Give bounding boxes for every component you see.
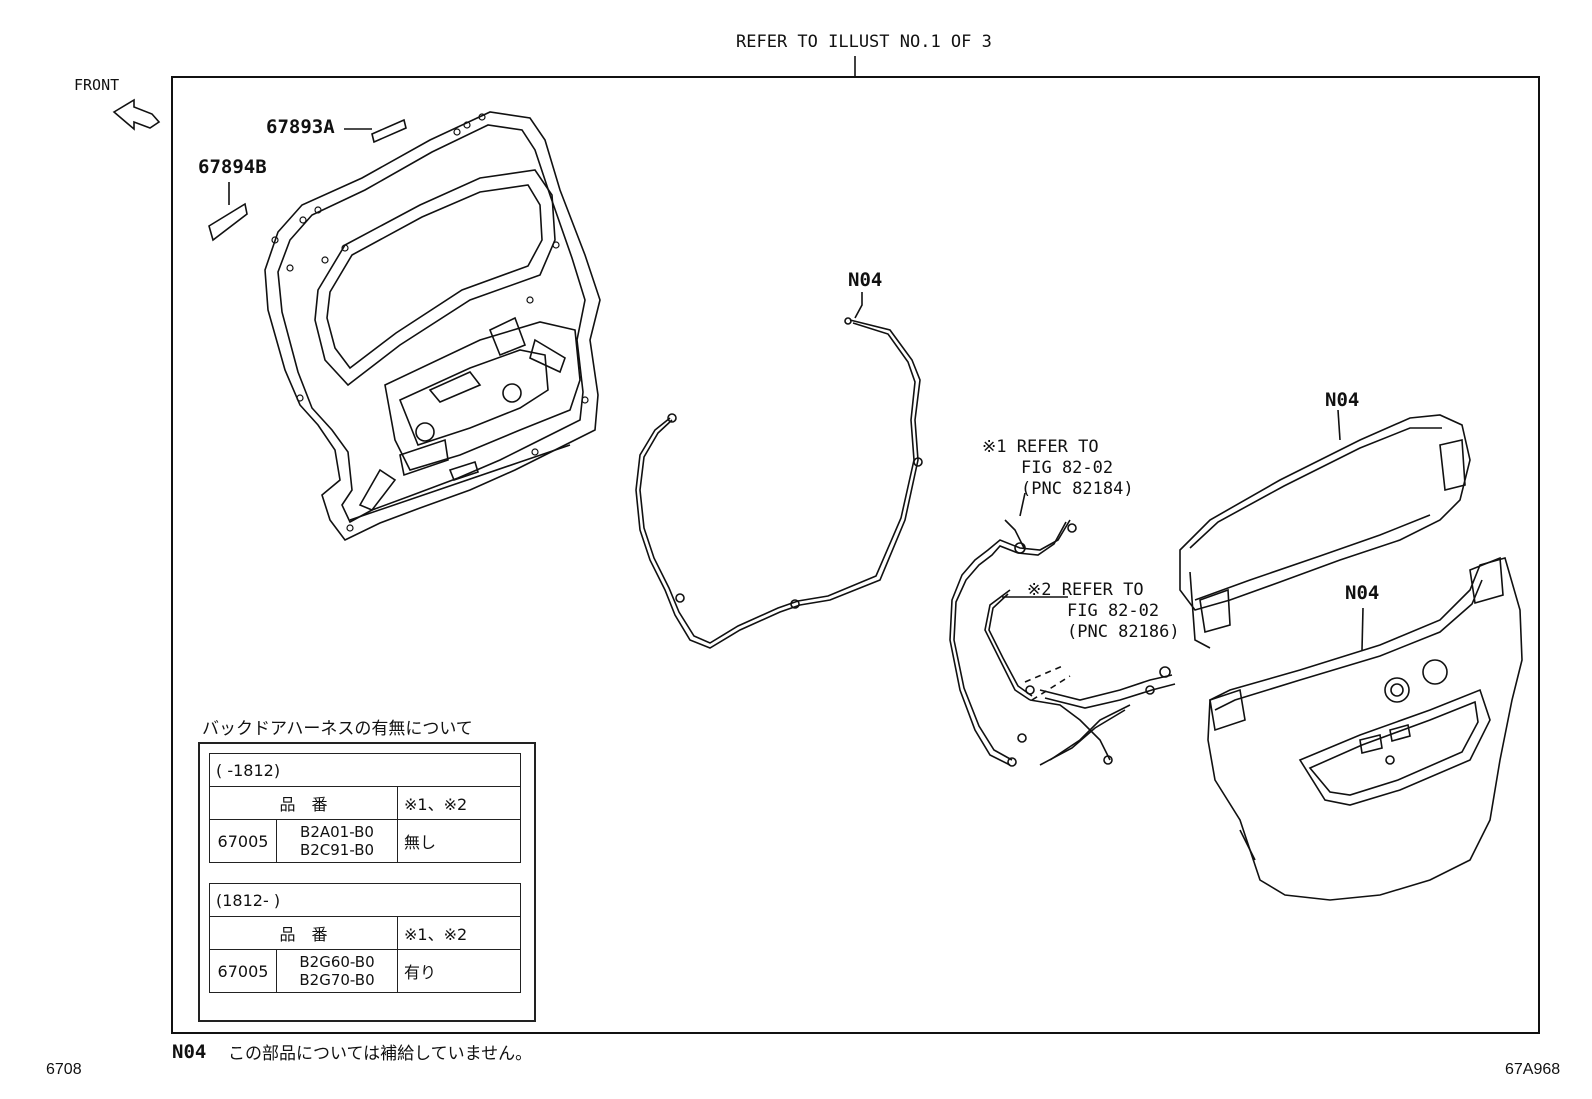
group1-status: 無し xyxy=(397,819,521,863)
group2-status: 有り xyxy=(397,949,521,993)
harness-table-box xyxy=(198,742,536,1022)
group1-part-prefix: 67005 xyxy=(209,819,277,863)
harness-table-group1: ( -1812) 品 番 ※1、※2 67005 B2A01-B0 B2C91-… xyxy=(209,753,521,863)
group1-col-part: 品 番 xyxy=(209,786,398,820)
part-67894b-shape xyxy=(208,202,248,242)
table-title: バックドアハーネスの有無について xyxy=(202,719,473,739)
group2-col-ref: ※1、※2 xyxy=(397,916,521,950)
group2-part-a: B2G60-B0 xyxy=(299,953,375,971)
part-n04-cable-label: N04 xyxy=(848,269,883,291)
group1-period: ( -1812) xyxy=(209,753,521,787)
ref1-line3: (PNC 82184) xyxy=(1021,479,1134,499)
group2-col-part: 品 番 xyxy=(209,916,398,950)
part-67893a-shape xyxy=(371,118,407,144)
ref2-line3: (PNC 82186) xyxy=(1067,622,1180,642)
group2-part-prefix: 67005 xyxy=(209,949,277,993)
wire-cable-n04 xyxy=(635,292,923,649)
refer-illust-label: REFER TO ILLUST NO.1 OF 3 xyxy=(736,32,992,52)
group1-part-a: B2A01-B0 xyxy=(300,823,374,841)
back-door-inner-panel xyxy=(264,111,601,542)
footer-left-code: 6708 xyxy=(46,1061,82,1078)
ref1-line1: ※1 REFER TO xyxy=(982,437,1099,457)
group2-period: (1812- ) xyxy=(209,883,521,917)
part-n04-door-label: N04 xyxy=(1345,582,1380,604)
ref1-line2: FIG 82-02 xyxy=(1021,458,1114,478)
group1-part-numbers: B2A01-B0 B2C91-B0 xyxy=(276,819,398,863)
ref2-line1: ※2 REFER TO xyxy=(1027,580,1144,600)
back-door-harness xyxy=(949,492,1176,767)
footer-note-text: この部品については補給していません。 xyxy=(228,1044,533,1064)
back-window-glass-n04 xyxy=(1179,409,1471,649)
part-67894b-label: 67894B xyxy=(198,156,267,178)
ref2-line2: FIG 82-02 xyxy=(1067,601,1160,621)
harness-table-group2: (1812- ) 品 番 ※1、※2 67005 B2G60-B0 B2G70-… xyxy=(209,883,521,993)
front-label: FRONT xyxy=(74,76,120,94)
part-n04-glass-label: N04 xyxy=(1325,389,1360,411)
front-arrow-icon xyxy=(112,98,161,131)
back-door-outer-panel-n04 xyxy=(1207,556,1523,901)
group1-part-b: B2C91-B0 xyxy=(299,841,375,859)
group2-part-numbers: B2G60-B0 B2G70-B0 xyxy=(276,949,398,993)
part-67893a-label: 67893A xyxy=(266,116,335,138)
group1-col-ref: ※1、※2 xyxy=(397,786,521,820)
footer-right-code: 67A968 xyxy=(1505,1061,1561,1078)
group2-part-b: B2G70-B0 xyxy=(299,971,375,989)
footer-note-code: N04 xyxy=(172,1041,207,1063)
